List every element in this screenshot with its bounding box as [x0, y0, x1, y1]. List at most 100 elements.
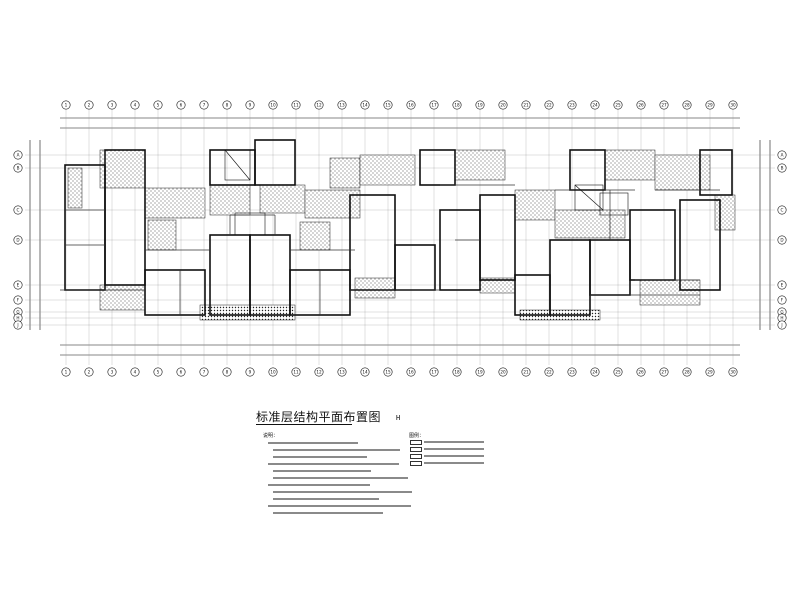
legend-swatch [410, 447, 422, 452]
legend-line [424, 441, 484, 443]
svg-text:10: 10 [270, 370, 276, 375]
shaft-openings [224, 149, 629, 236]
svg-text:29: 29 [707, 370, 713, 375]
svg-text:20: 20 [500, 370, 506, 375]
axis-bubble-top: 12 [314, 100, 324, 110]
legend-swatch [410, 454, 422, 459]
svg-text:30: 30 [730, 370, 736, 375]
axis-bubble-bottom: 20 [498, 367, 508, 377]
svg-text:15: 15 [385, 370, 391, 375]
svg-text:E: E [17, 283, 20, 288]
svg-text:17: 17 [431, 370, 437, 375]
axis-bubble-top: 25 [613, 100, 623, 110]
axis-bubble-top: 2 [84, 100, 94, 110]
scale-mark: H [396, 414, 401, 422]
svg-text:13: 13 [339, 370, 345, 375]
svg-text:C: C [17, 208, 20, 213]
svg-text:D: D [780, 238, 783, 243]
svg-text:20: 20 [500, 103, 506, 108]
svg-text:7: 7 [203, 370, 206, 375]
axis-bubble-right: C [777, 205, 787, 215]
svg-text:26: 26 [638, 370, 644, 375]
svg-text:8: 8 [226, 370, 229, 375]
svg-text:6: 6 [180, 103, 183, 108]
svg-text:11: 11 [293, 103, 299, 108]
internal-partitions [60, 184, 720, 315]
svg-text:G: G [16, 310, 19, 315]
svg-text:H: H [16, 316, 19, 321]
axis-bubble-top: 5 [153, 100, 163, 110]
svg-text:21: 21 [523, 103, 529, 108]
note-line [273, 498, 379, 500]
svg-text:9: 9 [249, 370, 252, 375]
axis-bubble-bottom: 11 [291, 367, 301, 377]
legend-line [424, 455, 484, 457]
svg-text:2: 2 [88, 103, 91, 108]
axis-bubble-bottom: 7 [199, 367, 209, 377]
svg-text:15: 15 [385, 103, 391, 108]
svg-text:24: 24 [592, 103, 598, 108]
svg-text:25: 25 [615, 370, 621, 375]
svg-text:J: J [780, 323, 782, 328]
axis-bubble-left: H [13, 313, 23, 323]
svg-text:18: 18 [454, 103, 460, 108]
axis-bubble-bottom: 26 [636, 367, 646, 377]
axis-bubble-right: B [777, 163, 787, 173]
axis-bubble-top: 10 [268, 100, 278, 110]
svg-text:8: 8 [226, 103, 229, 108]
legend-line [424, 462, 484, 464]
axis-bubble-top: 13 [337, 100, 347, 110]
axis-bubble-top: 28 [682, 100, 692, 110]
axis-bubble-bottom: 10 [268, 367, 278, 377]
svg-text:9: 9 [249, 103, 252, 108]
axis-bubble-bottom: 22 [544, 367, 554, 377]
axis-bubble-bottom: 13 [337, 367, 347, 377]
note-line [273, 491, 412, 493]
legend-heading: 图例： [409, 433, 425, 439]
title-underline [256, 424, 352, 425]
axis-bubble-left: A [13, 150, 23, 160]
axis-bubble-top: 19 [475, 100, 485, 110]
svg-text:6: 6 [180, 370, 183, 375]
svg-text:3: 3 [111, 370, 114, 375]
axis-bubble-top: 27 [659, 100, 669, 110]
axis-bubble-right: F [777, 295, 787, 305]
svg-text:14: 14 [362, 370, 368, 375]
svg-text:19: 19 [477, 103, 483, 108]
axis-bubble-bottom: 27 [659, 367, 669, 377]
notes-heading: 说明： [263, 433, 279, 439]
axis-bubble-right: D [777, 235, 787, 245]
axis-bubble-top: 7 [199, 100, 209, 110]
axis-bubble-bottom: 3 [107, 367, 117, 377]
svg-text:A: A [17, 153, 20, 158]
svg-text:16: 16 [408, 103, 414, 108]
svg-text:24: 24 [592, 370, 598, 375]
axis-bubble-right: E [777, 280, 787, 290]
axis-bubble-top: 21 [521, 100, 531, 110]
svg-text:5: 5 [157, 370, 160, 375]
note-line [273, 512, 383, 514]
axis-bubble-top: 23 [567, 100, 577, 110]
axis-bubble-top: 29 [705, 100, 715, 110]
axis-bubble-bottom: 14 [360, 367, 370, 377]
legend-swatch [410, 461, 422, 466]
svg-text:10: 10 [270, 103, 276, 108]
svg-text:11: 11 [293, 370, 299, 375]
axis-bubble-top: 3 [107, 100, 117, 110]
svg-text:14: 14 [362, 103, 368, 108]
svg-text:J: J [16, 323, 18, 328]
axis-bubble-top: 1 [61, 100, 71, 110]
note-line [273, 449, 400, 451]
axis-bubble-bottom: 5 [153, 367, 163, 377]
legend-swatch [410, 440, 422, 445]
svg-text:16: 16 [408, 370, 414, 375]
axis-bubble-bottom: 24 [590, 367, 600, 377]
axis-bubble-bottom: 28 [682, 367, 692, 377]
axis-bubble-top: 14 [360, 100, 370, 110]
svg-text:27: 27 [661, 370, 667, 375]
axis-bubble-bottom: 8 [222, 367, 232, 377]
axis-bubble-left: J [13, 320, 23, 330]
